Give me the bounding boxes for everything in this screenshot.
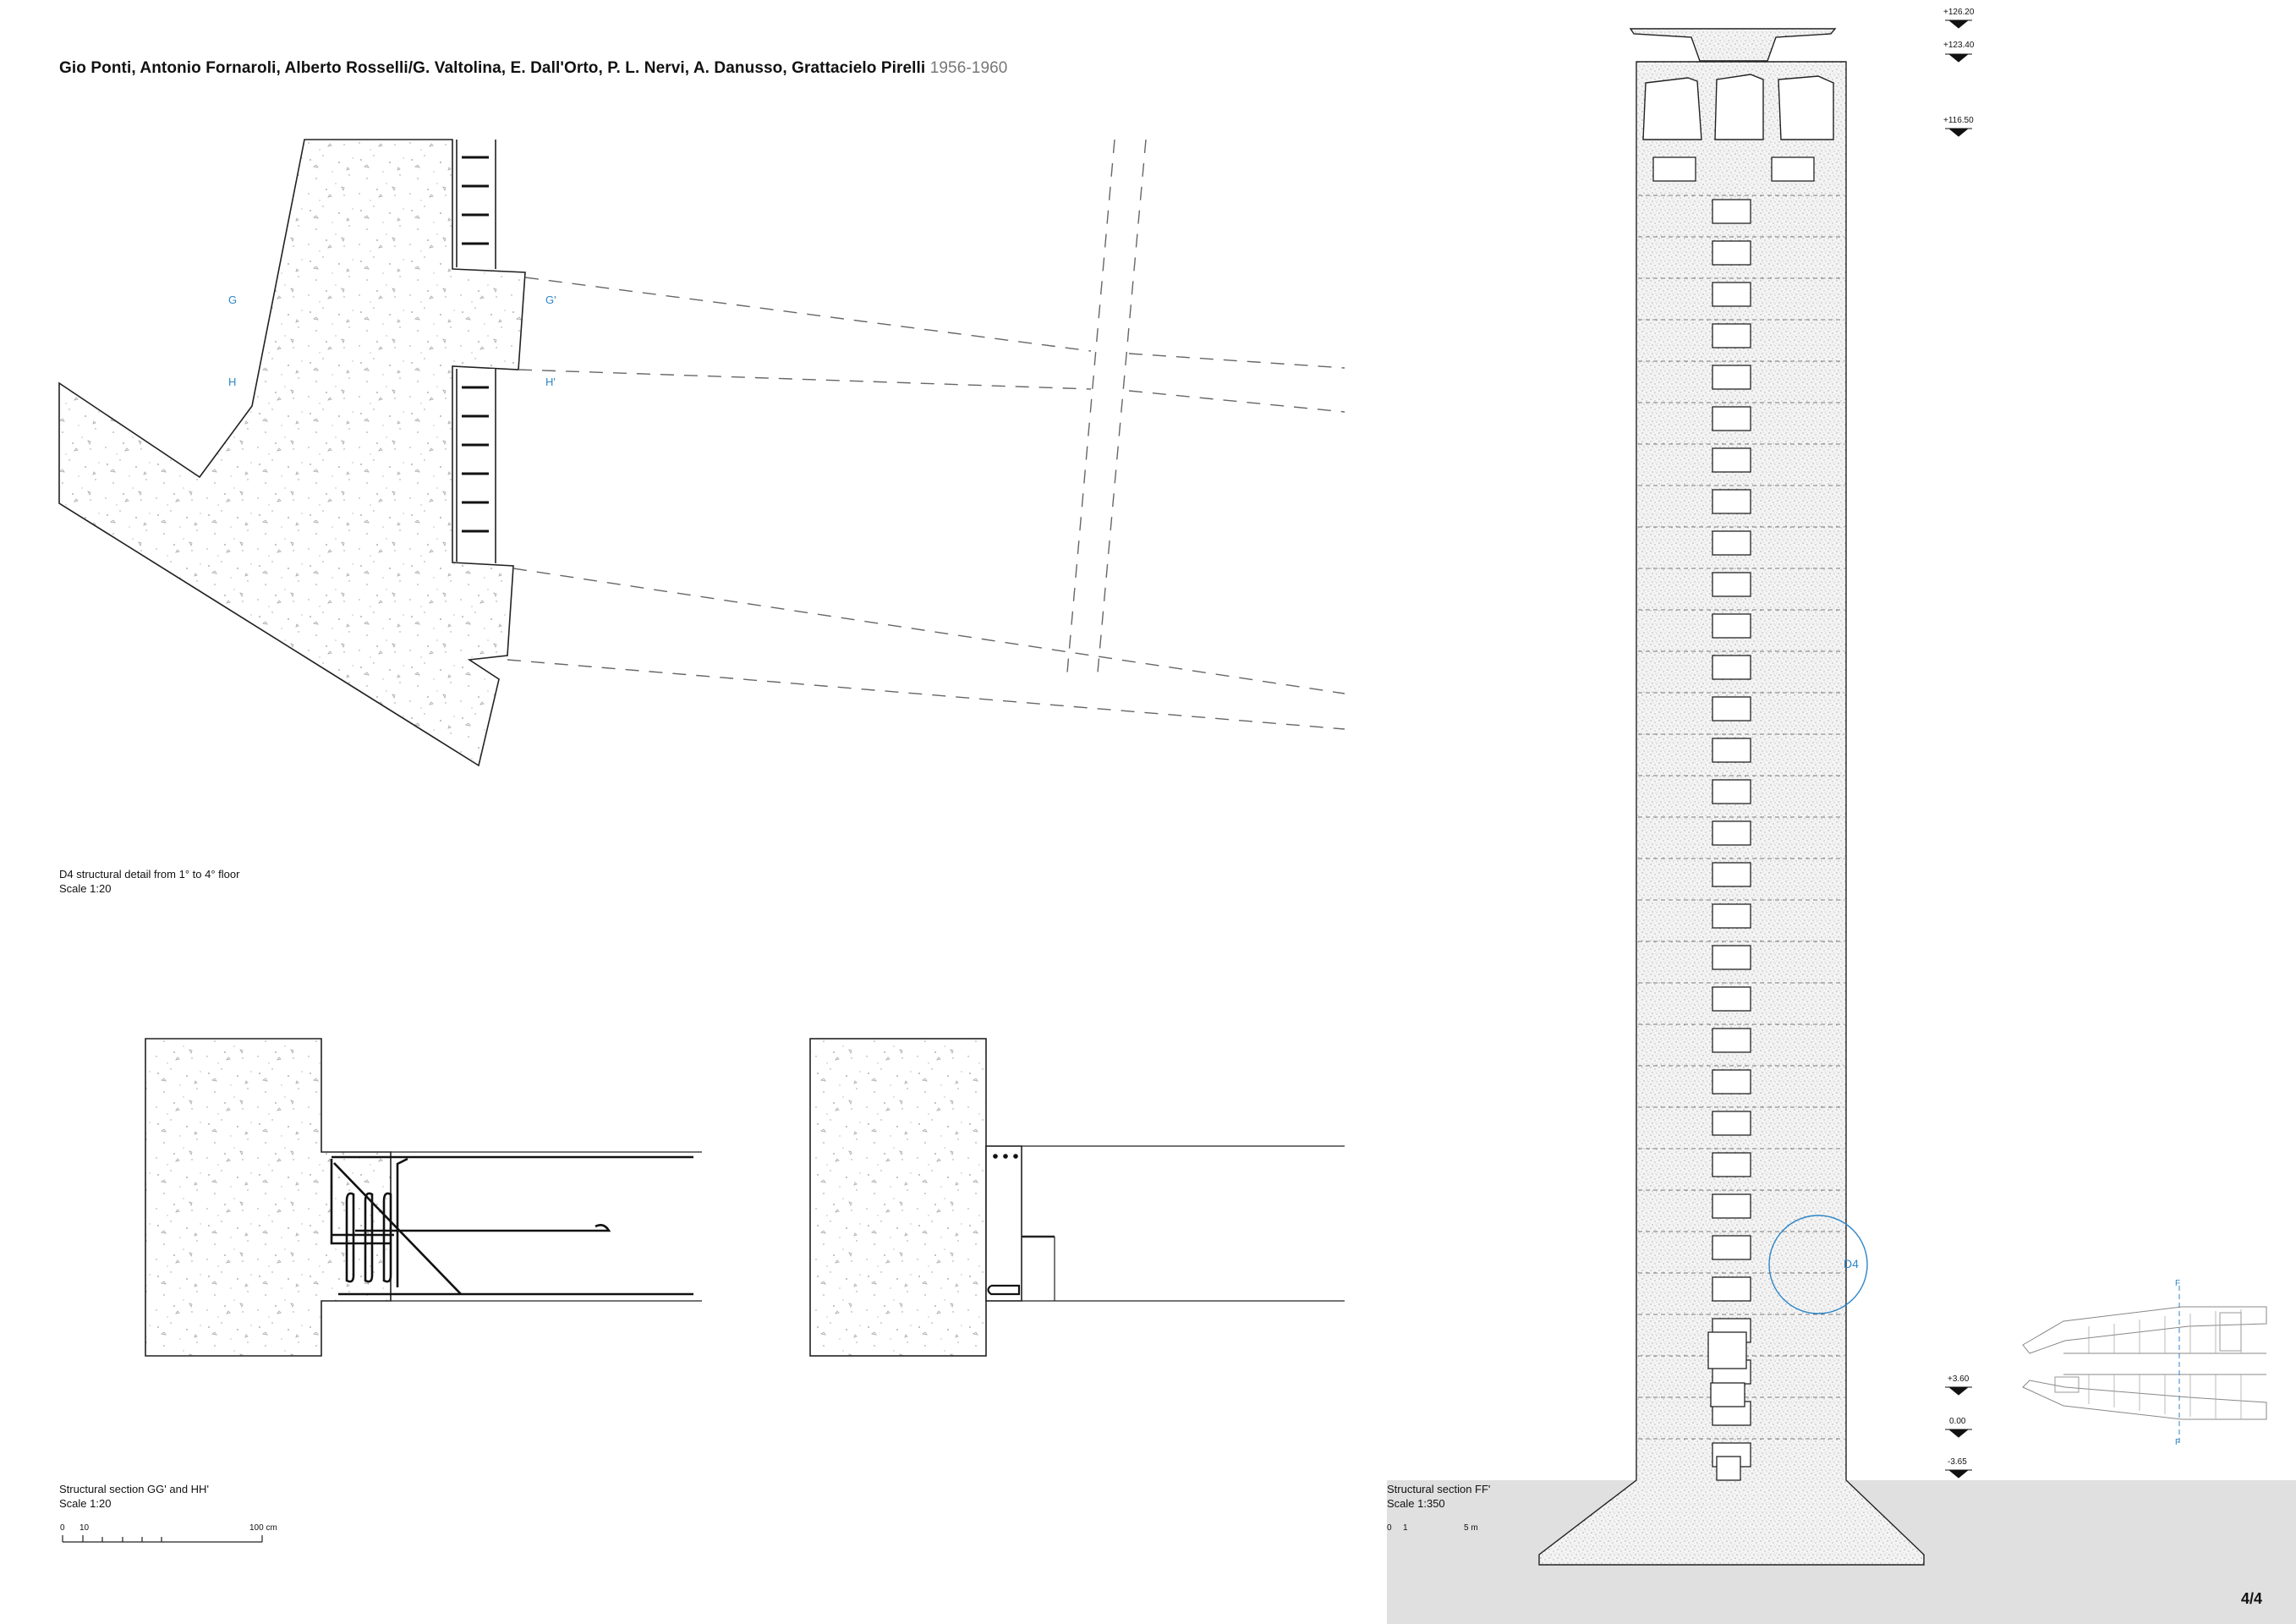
- tower-window: [1712, 945, 1751, 970]
- tower-window: [1712, 986, 1751, 1012]
- tower-shaft: [1538, 61, 1925, 1566]
- d4-caption: D4 structural detail from 1° to 4° floor: [59, 868, 240, 881]
- tower-window: [1712, 530, 1751, 556]
- d4-marker-circle: [1768, 1215, 1868, 1314]
- level-top-3: +116.50: [1943, 116, 1974, 125]
- tower-window: [1712, 903, 1751, 929]
- ff-caption: Structural section FF': [1387, 1483, 1491, 1495]
- tower-window: [1712, 1069, 1751, 1095]
- tower-window: [1712, 365, 1751, 390]
- d4-scale: Scale 1:20: [59, 882, 112, 895]
- gg-caption: Structural section GG' and HH': [59, 1483, 209, 1495]
- tower-window: [1712, 1276, 1751, 1302]
- d4-hidden-beam-lines: [507, 139, 1345, 730]
- section-gg-drawing: [145, 1038, 702, 1357]
- gg-caption-block: Structural section GG' and HH' Scale 1:2…: [59, 1482, 209, 1511]
- d4-recess-bottom: [457, 369, 496, 562]
- tower-window: [1712, 1111, 1751, 1136]
- page-number: 4/4: [2241, 1590, 2263, 1607]
- tower-window: [1712, 738, 1751, 763]
- cut-label-g-prime: G': [545, 294, 556, 306]
- gg-scale: Scale 1:20: [59, 1497, 112, 1510]
- level-top-2: +123.40: [1943, 41, 1975, 50]
- cut-label-h-prime: H': [545, 376, 556, 388]
- tower-roof-canopy: [1629, 28, 1837, 62]
- tower-window: [1712, 240, 1751, 266]
- tower-window: [1712, 282, 1751, 307]
- plan-cut-f-bottom: F: [2175, 1438, 2181, 1447]
- d4-detail-drawing: [58, 139, 526, 767]
- tower-floor-lines: [1638, 195, 1844, 1440]
- ff-scalebar-5: 5 m: [1464, 1523, 1478, 1533]
- level-markers: [1945, 19, 1972, 1479]
- hh-wall-concrete: [809, 1038, 987, 1357]
- level-bottom-1: +3.60: [1948, 1374, 1970, 1384]
- tower-window: [1712, 1193, 1751, 1219]
- tower-window: [1712, 613, 1751, 639]
- cut-label-h: H: [228, 376, 237, 388]
- level-bottom-2: 0.00: [1949, 1417, 1966, 1426]
- ff-scalebar-0: 0: [1387, 1523, 1392, 1533]
- d4-caption-block: D4 structural detail from 1° to 4° floor…: [59, 867, 239, 896]
- ff-scale: Scale 1:350: [1387, 1497, 1445, 1510]
- d4-recess-top: [457, 140, 496, 268]
- tower-window: [1712, 572, 1751, 597]
- title-authors: Gio Ponti, Antonio Fornaroli, Alberto Ro…: [59, 59, 926, 77]
- level-top-1: +126.20: [1943, 8, 1975, 17]
- gg-rebar-cage: [330, 1155, 693, 1296]
- level-bottom-3: -3.65: [1948, 1457, 1967, 1467]
- cut-label-g: G: [228, 294, 238, 306]
- tower-window: [1712, 1235, 1751, 1260]
- title-years: 1956-1960: [929, 59, 1008, 77]
- tower-window: [1712, 862, 1751, 887]
- key-plan: [2022, 1286, 2267, 1446]
- d4-concrete-mass: [58, 139, 526, 767]
- top-room-center: [1714, 74, 1764, 140]
- tower-window: [1712, 447, 1751, 473]
- sheet-title: Gio Ponti, Antonio Fornaroli, Alberto Ro…: [59, 59, 1007, 78]
- tower-window: [1712, 406, 1751, 431]
- gg-scalebar-100: 100 cm: [249, 1523, 277, 1533]
- tower-window: [1712, 655, 1751, 680]
- top-room-right: [1778, 75, 1834, 140]
- scalebar-gg: [62, 1535, 263, 1543]
- plan-cut-f-top: F: [2175, 1279, 2181, 1288]
- tower-window: [1712, 779, 1751, 804]
- tower-window-openings: [1712, 199, 1751, 1468]
- tower-window: [1712, 489, 1751, 514]
- tower-window: [1712, 323, 1751, 348]
- ff-scalebar-1: 1: [1403, 1523, 1408, 1533]
- tower-window: [1712, 696, 1751, 721]
- gg-scalebar-10: 10: [79, 1523, 90, 1533]
- top-room-left: [1642, 77, 1702, 140]
- d4-rebar-ticks: [462, 156, 489, 533]
- gg-scalebar-0: 0: [60, 1523, 65, 1533]
- tower-section: [1538, 28, 1925, 1566]
- d4-marker-label: D4: [1844, 1257, 1859, 1270]
- tower-window: [1712, 1028, 1751, 1053]
- tower-window: [1712, 1152, 1751, 1177]
- tower-window: [1712, 820, 1751, 846]
- tower-window: [1712, 199, 1751, 224]
- ff-caption-block: Structural section FF' Scale 1:350: [1387, 1482, 1490, 1511]
- section-hh-drawing: [809, 1038, 1345, 1357]
